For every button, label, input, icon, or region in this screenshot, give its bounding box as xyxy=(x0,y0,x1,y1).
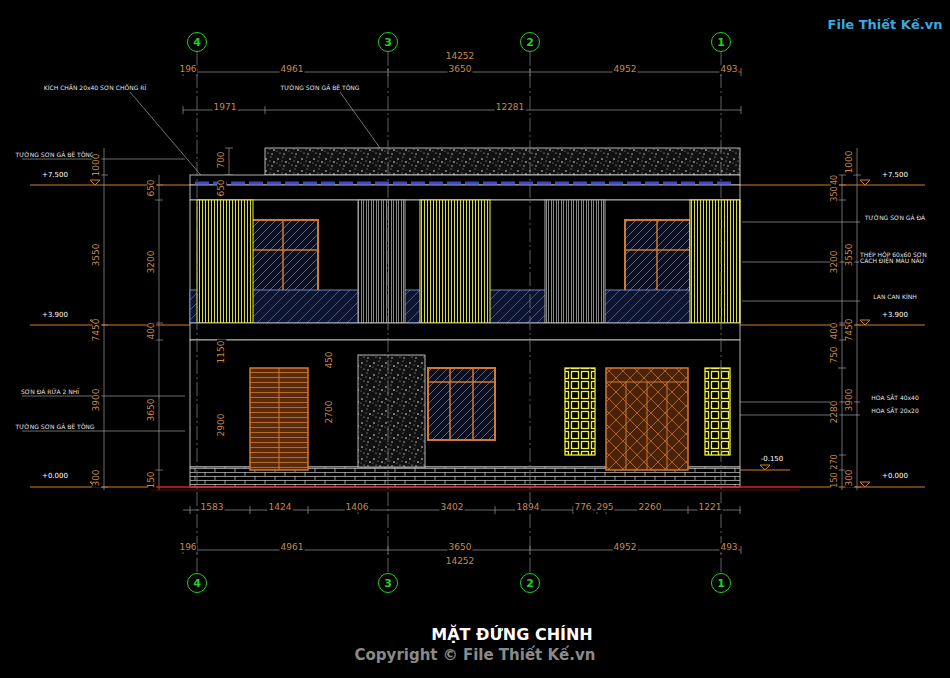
drawing-title: MẶT ĐỨNG CHÍNH xyxy=(429,625,595,644)
dimension-text: 1583 xyxy=(200,503,225,512)
dimension-text: 3550 xyxy=(92,243,101,268)
dimension-text: 7450 xyxy=(845,318,854,343)
dimension-text: 3402 xyxy=(440,503,465,512)
dimension-text: 3650 xyxy=(448,543,473,552)
grid-number: 1 xyxy=(717,36,725,49)
grid-number: 1 xyxy=(717,577,725,590)
dimension-text: 3650 xyxy=(448,65,473,74)
dimension-text: 3200 xyxy=(147,250,156,275)
grid-bubble: 4 xyxy=(187,32,207,52)
dimension-text: 300 xyxy=(92,468,101,487)
dimension-text: 750 xyxy=(830,345,839,364)
logo-text: File Thiết Kế.vn xyxy=(827,18,944,32)
dimension-text: 150 xyxy=(831,471,839,488)
dimension-text: 7450 xyxy=(92,318,101,343)
material-note: HOA SẮT 40x40 xyxy=(870,395,919,401)
dimension-text: 3900 xyxy=(845,388,854,413)
dimension-text: 196 xyxy=(178,65,197,74)
dimension-text: 40 xyxy=(831,174,839,186)
dimension-text: 1150 xyxy=(217,340,226,365)
grid-bubble: 4 xyxy=(187,573,207,593)
dimension-text: 350 xyxy=(831,185,839,202)
dimension-text: 4961 xyxy=(280,543,305,552)
dimension-text: 196 xyxy=(178,543,197,552)
dimension-text: 4961 xyxy=(280,65,305,74)
dimension-text: 14252 xyxy=(445,52,476,61)
grid-number: 2 xyxy=(526,36,534,49)
dimension-text: 700 xyxy=(217,150,226,169)
dimension-text: 2260 xyxy=(638,503,663,512)
dimension-text: 1424 xyxy=(268,503,293,512)
grid-line xyxy=(388,52,389,573)
dimension-text: 3200 xyxy=(830,250,839,275)
material-note: SƠN ĐÁ RỬA 2 NHĨ xyxy=(20,389,80,395)
grid-number: 3 xyxy=(384,36,392,49)
dimension-text: 493 xyxy=(719,543,738,552)
grid-bubble: 3 xyxy=(378,32,398,52)
dimension-text: 3550 xyxy=(845,243,854,268)
grid-number: 4 xyxy=(193,36,201,49)
level-mark: +3.900 xyxy=(41,312,69,319)
level-mark: +3.900 xyxy=(881,312,909,319)
dimension-text: 14252 xyxy=(445,557,476,566)
watermark: Copyright © File Thiết Kế.vn xyxy=(354,648,597,664)
grid-line xyxy=(197,52,198,573)
dimension-text: 4952 xyxy=(613,543,638,552)
dimension-text: 1000 xyxy=(92,153,101,178)
grid-bubble: 1 xyxy=(711,573,731,593)
dimension-text: 650 xyxy=(147,178,156,197)
level-mark: +7.500 xyxy=(881,172,909,179)
material-note: TƯỜNG SƠN GẢ BÊ TÔNG xyxy=(14,424,95,430)
material-note: TƯỜNG SƠN GẢ BÊ TÔNG xyxy=(14,152,95,158)
grid-line xyxy=(721,52,722,573)
level-mark: +0.000 xyxy=(41,473,69,480)
dimension-text: 450 xyxy=(325,350,334,369)
grid-bubble: 3 xyxy=(378,573,398,593)
material-note: TƯỜNG SƠN GẢ BÊ TÔNG xyxy=(279,85,360,91)
grid-number: 2 xyxy=(526,577,534,590)
grid-bubble: 2 xyxy=(520,32,540,52)
grid-bubble: 2 xyxy=(520,573,540,593)
material-note: LAN CAN KÍNH xyxy=(872,294,917,300)
dimension-text: 493 xyxy=(719,65,738,74)
grid-line xyxy=(530,52,531,573)
dimension-text: 3650 xyxy=(147,398,156,423)
dimension-text: 776 xyxy=(573,503,592,512)
material-note: KÍCH CHẮN 20x40 SƠN CHỐNG RỈ xyxy=(43,85,147,91)
dimension-text: 650 xyxy=(217,178,226,197)
dimension-text: 295 xyxy=(595,503,614,512)
dimension-text: 4952 xyxy=(613,65,638,74)
dimension-text: 2900 xyxy=(217,413,226,438)
dimension-text: 1000 xyxy=(845,150,854,175)
level-mark: -0.150 xyxy=(760,456,785,463)
dimension-text: 3900 xyxy=(92,388,101,413)
dimension-text: 2280 xyxy=(830,400,839,425)
dimension-text: 1221 xyxy=(698,503,723,512)
grid-bubble: 1 xyxy=(711,32,731,52)
level-mark: +0.000 xyxy=(881,473,909,480)
dimension-text: 1894 xyxy=(516,503,541,512)
level-mark: +7.500 xyxy=(41,172,69,179)
material-note: TƯỜNG SƠN GẢ ĐÁ xyxy=(864,215,926,221)
material-note: THÉP HỘP 60x60 SƠN CÁCH ĐIỆN MÀU NÂU xyxy=(859,252,941,265)
dimension-text: 270 xyxy=(831,453,839,470)
dimension-text: 150 xyxy=(147,470,156,489)
dimension-text: 12281 xyxy=(495,103,526,112)
material-note: HOA SẮT 20x20 xyxy=(870,408,919,414)
dimension-text: 400 xyxy=(147,321,156,340)
grid-number: 4 xyxy=(193,577,201,590)
dimension-text: 300 xyxy=(845,468,854,487)
dimension-text: 1971 xyxy=(213,103,238,112)
grid-number: 3 xyxy=(384,577,392,590)
dimension-text: 400 xyxy=(830,321,839,340)
dimension-text: 2700 xyxy=(325,400,334,425)
dimension-text: 1406 xyxy=(345,503,370,512)
